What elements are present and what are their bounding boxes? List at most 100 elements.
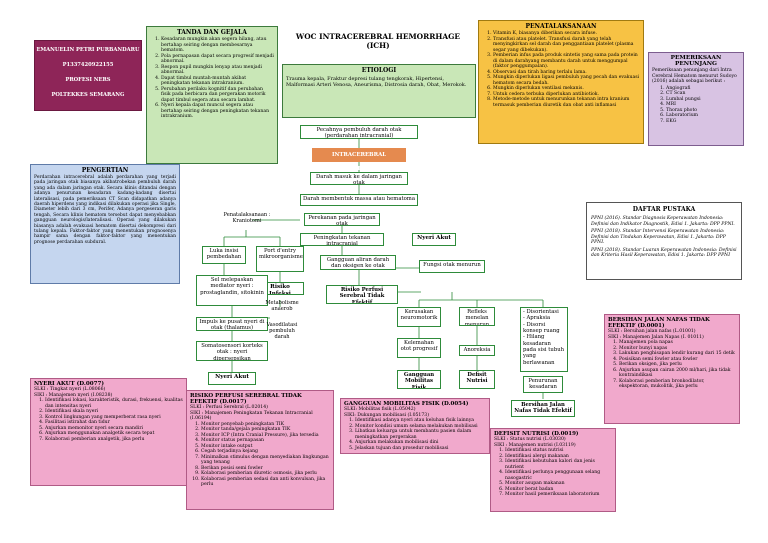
bersihan-list: Manajemen pola napas Monitor bunyi napas… <box>608 340 736 390</box>
list-item: Monitor bunyi napas <box>619 346 736 352</box>
node-fungsi-otak: Fungsi otak menurun <box>419 260 485 273</box>
list-item: Posisikan semi fowler atau fowler <box>619 357 736 363</box>
list-item: Dapat timbul muntah-muntah akibat pening… <box>161 76 274 87</box>
daftar-pustaka-item: PPNI (2016). Standar Diagnosis Keperawat… <box>591 216 735 227</box>
gangguan-mobilitas-siki: SIKI: Dukungan mobilisasi (I.05173) <box>344 412 429 418</box>
penatalaksanaan-box: PENATALAKSANAAN Vitamin K, biasanya dibe… <box>478 20 644 144</box>
node-luka-insisi: Luka insisi pembedahan <box>202 246 246 264</box>
tanda-gejala-box: TANDA DAN GEJALA Kesadaran mungkin akan … <box>146 26 278 164</box>
list-item: Nyeri kepala dapat muncul segera atau be… <box>161 103 274 120</box>
list-item: Respon pupil mungkin lenyap atau menjadi… <box>161 65 274 76</box>
bersihan-slki: SLKI : Bersihan jalan nafas (L.01001) <box>608 329 696 334</box>
list-item: Jelaskan tujuan dan prosedur mobilisasi <box>355 446 486 452</box>
list-item: Monitor berat badan <box>505 487 612 493</box>
pengertian-title: PENGERTIAN <box>81 167 129 174</box>
identity-nim: P1337420922155 <box>62 62 114 68</box>
list-item: Kontrol lingkungan yang memperberat rasa… <box>45 415 183 421</box>
list-item: Monitor ICP (Intra Cranial Pressure), ji… <box>201 433 330 439</box>
identity-box: EMANUELIN PETRI PURBANDARU P133742092215… <box>34 40 142 111</box>
list-item: Kolaborasi pemberian bronkodilator, eksp… <box>619 379 736 390</box>
list-item: Anjurkan memonitor nyeri secara mandiri <box>45 426 183 432</box>
list-item: Untuk cedera terbuka diperlukan antibiot… <box>493 92 640 98</box>
penatalaksanaan-list: Vitamin K, biasanya diberikan secara inf… <box>482 31 640 108</box>
nyeri-akut-box: NYERI AKUT (D.0077) SLKI : Tingkat nyeri… <box>30 378 187 486</box>
list-item: Libatkan keluarga untuk membantu pasien … <box>355 429 486 440</box>
node-darah-masuk: Darah masuk ke dalam jaringan otak <box>310 172 408 185</box>
gangguan-mobilitas-box: GANGGUAN MOBILITAS FISIK (D.0054) SLKI: … <box>340 398 490 454</box>
pemeriksaan-title: PEMERIKSAAN PENUNJANG <box>670 55 722 67</box>
node-penatalaksanaan-kraniotomi: Penatalaksanaan : Kraniotomi <box>223 212 271 225</box>
pemeriksaan-list: Angiografi CT Scan Lumbal pungsi MRI Tho… <box>652 86 740 125</box>
list-item: Berikan oksigen, jika perlu <box>619 362 736 368</box>
node-bersihan-jalan: Bersihan Jalan Nafas Tidak Efektif <box>511 400 575 417</box>
node-kerusakan: Kerusakan neuromotorik <box>397 307 441 327</box>
list-item: Anjurkan asupan cairan 2000 ml/hari, jik… <box>619 368 736 379</box>
list-item: Thorax photo <box>666 108 740 114</box>
nyeri-akut-slki: SLKI : Tingkat nyeri (L.08066) <box>34 387 106 392</box>
list-item: Monitor kondisi umum selama melakukan mo… <box>355 424 486 430</box>
list-item: Monitor asupan makanan <box>505 481 612 487</box>
node-nyeri-akut: Nyeri Akut <box>208 372 256 385</box>
list-item: Mungkin diperlukan ventilasi mekanis. <box>493 86 640 92</box>
list-item: Transfusi atau platelet. Transfusi darah… <box>493 37 640 54</box>
list-item: Identifikasi kebutuhan kalori dan jenis … <box>505 459 612 470</box>
list-item: Minimalkan stimulus dengan menyediakan l… <box>201 455 330 466</box>
list-item: Anjurkan menggunakan analgetik secara te… <box>45 431 183 437</box>
list-item: Perubahan perilaku kognitif dan perubaha… <box>161 87 274 104</box>
risiko-perfusi-list: Monitor penyebab peningkatan TIK Monitor… <box>190 422 330 488</box>
identity-name: EMANUELIN PETRI PURBANDARU <box>36 47 140 53</box>
etiologi-box: ETIOLOGI Trauma kepala, Fraktur depresi … <box>282 64 476 118</box>
list-item: Lakukan penghisapan lendir kurang dari 1… <box>619 351 736 357</box>
list-item: Manajemen pola napas <box>619 340 736 346</box>
list-item: Identifikasi status nutrisi <box>505 448 612 454</box>
node-sel-melepaskan: Sel melepaskan mediator nyeri : prostagl… <box>196 275 268 306</box>
node-risiko-infeksi: Risiko Infeksi <box>256 282 304 295</box>
identity-program: PROFESI NERS <box>65 77 111 83</box>
list-item: Vitamin K, biasanya diberikan secara inf… <box>493 31 640 37</box>
list-item: Berikan posisi semi fowler <box>201 466 330 472</box>
defisit-nutrisi-siki: SIKI : Manajemen nutrisi (I.03119) <box>494 442 576 448</box>
list-item: Identifikasi adanya nyeri atau keluhan f… <box>355 418 486 424</box>
node-somatosensori: Somatosensori korteks otak : nyeri diper… <box>196 341 268 361</box>
tanda-gejala-title: TANDA DAN GEJALA <box>177 29 247 36</box>
ich-banner: INTRACEREBRAL HEMORRHAGE (ICH) <box>312 148 406 172</box>
list-item: Kolaborasi pemberian analgetik, jika per… <box>45 437 183 443</box>
list-item: MRI <box>666 102 740 108</box>
node-defisit-nutrisi: Defisit Nutrisi <box>459 370 495 389</box>
pemeriksaan-intro: Pemeriksaan penunjang dari Intra Cerebra… <box>652 68 737 84</box>
node-peningkatan-tik: Peningkatan tekanan intracranial <box>300 233 384 246</box>
bersihan-box: BERSIHAN JALAN NAFAS TIDAK EFEKTIF (D.00… <box>604 314 740 424</box>
list-item: Anjurkan melakukan mobilisasi dini <box>355 440 486 446</box>
daftar-pustaka-box: DAFTAR PUSTAKA PPNI (2016). Standar Diag… <box>586 202 742 280</box>
node-perekanan: Perekanan pada jaringan otak <box>304 213 380 226</box>
node-risiko-perfusi: Risiko Perfusi Serebral Tidak Efektif <box>326 285 398 304</box>
list-item: Identifikasi perlunya penggunaan selang … <box>505 470 612 481</box>
list-item: Pola pernapasan dapat secara progresif m… <box>161 54 274 65</box>
list-item: EKG <box>666 119 740 125</box>
pengertian-box: PENGERTIAN Perdarahan intracerebral adal… <box>30 164 180 284</box>
defisit-nutrisi-box: DEFISIT NUTRISI (D.0019) SLKI : Status n… <box>490 428 616 512</box>
penatalaksanaan-title: PENATALAKSANAAN <box>525 23 597 30</box>
identity-school: POLTEKKES SEMARANG <box>51 92 125 98</box>
list-item: Monitor status pernapasan <box>201 438 330 444</box>
node-vasodilatasi: Vasodilatasi pembuluh darah <box>266 322 298 341</box>
list-item: Identifikasi alergi makanan <box>505 454 612 460</box>
list-item: Kolaborasi pemberian sedasi dan anti kon… <box>201 477 330 488</box>
node-pecahnya-pembuluh: Pecahnya pembuluh darah otak (perdarahan… <box>300 125 418 139</box>
node-port-entry: Port d'entry mikroorganisme <box>256 246 304 272</box>
defisit-nutrisi-list: Identifikasi status nutrisi Identifikasi… <box>494 448 612 498</box>
list-item: CT Scan <box>666 91 740 97</box>
gangguan-mobilitas-slki: SLKI: Mobilitas fisik (L.05042) <box>344 407 416 412</box>
risiko-perfusi-title: RISIKO PERFUSI SEREBRAL TIDAK EFEKTIF (D… <box>190 393 302 405</box>
daftar-pustaka-item: PPNI (2018). Standar Intervensi Keperawa… <box>591 229 726 245</box>
list-item: Pemberian infus pada produk sintetis yan… <box>493 53 640 70</box>
nyeri-akut-list: Identifikasi lokasi, karakteristik, dura… <box>34 398 183 442</box>
list-item: Kolaborasi pemberian diuretic osmosis, j… <box>201 471 330 477</box>
list-item: Kesadaran mungkin akan segera hilang, at… <box>161 37 274 54</box>
gangguan-mobilitas-list: Identifikasi adanya nyeri atau keluhan f… <box>344 418 486 451</box>
defisit-nutrisi-slki: SLKI : Status nutrisi (L.03030) <box>494 437 566 442</box>
nyeri-akut-title: NYERI AKUT (D.0077) <box>34 381 105 387</box>
list-item: Monitor penyebab peningkatan TIK <box>201 422 330 428</box>
node-anoreksia: Anoreksia <box>459 345 495 356</box>
